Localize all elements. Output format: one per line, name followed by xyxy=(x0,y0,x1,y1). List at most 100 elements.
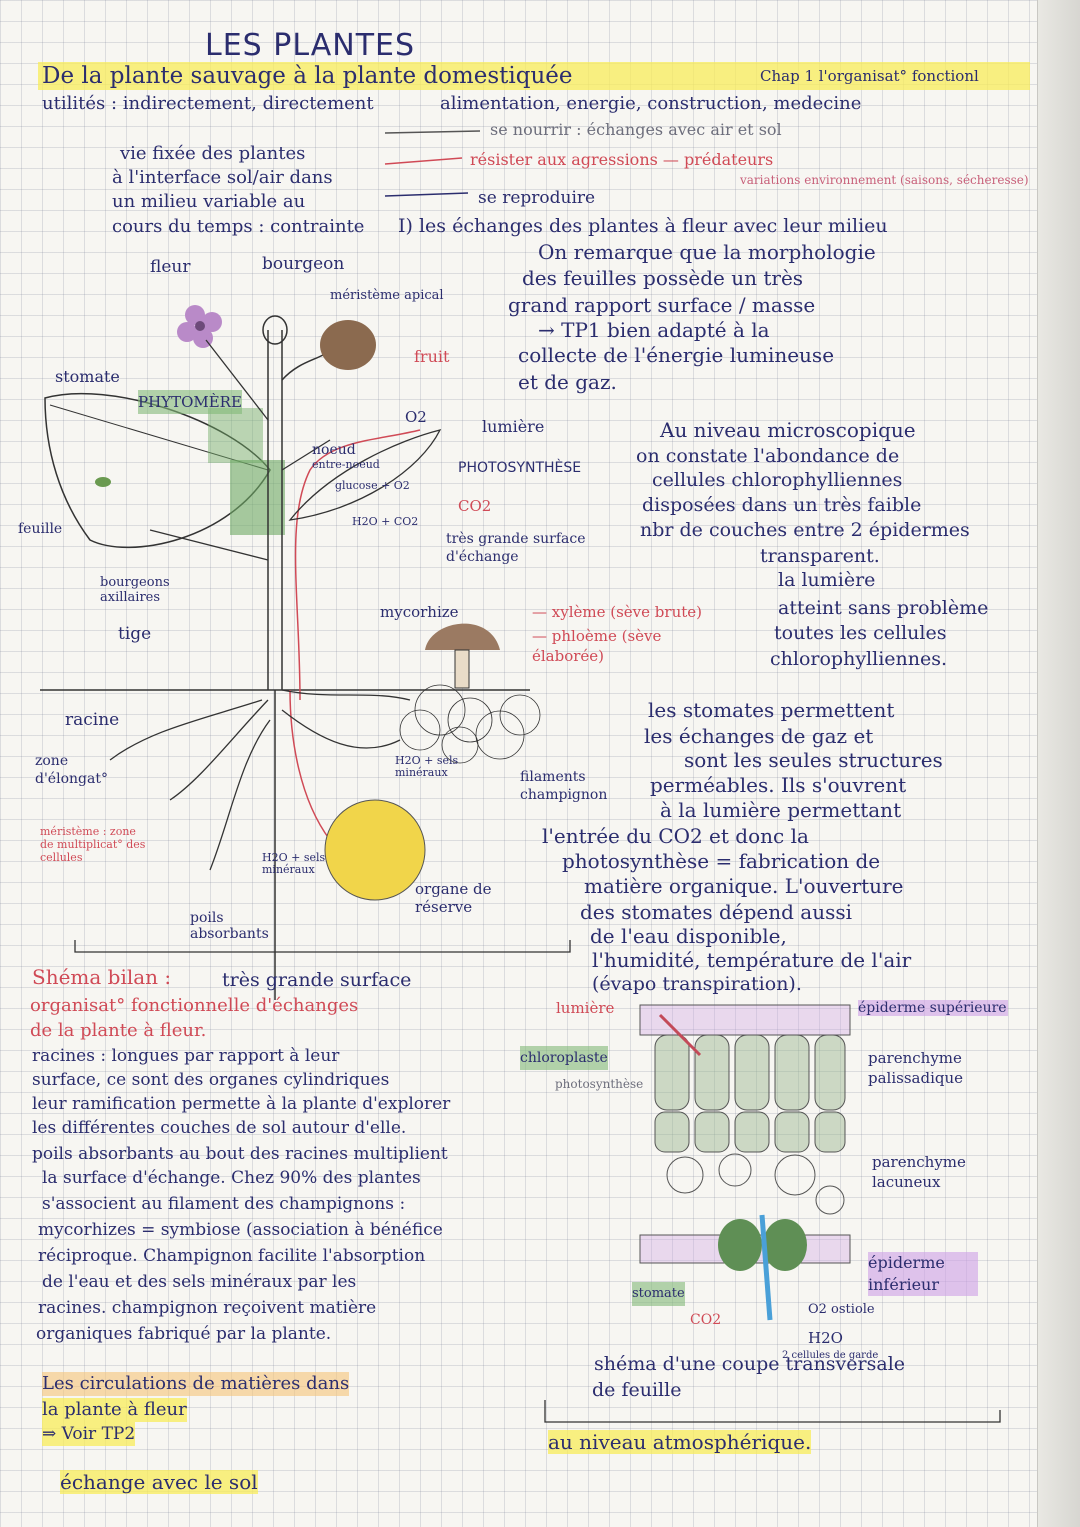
mycorrhiza-tangle xyxy=(399,684,541,764)
bilan-body-4: les différentes couches de sol autour d'… xyxy=(32,1118,407,1138)
label-tige: tige xyxy=(118,624,152,644)
circulation-line-2: la plante à fleur xyxy=(42,1398,187,1422)
subtitle-highlight xyxy=(38,62,1030,90)
phytomere-top xyxy=(208,408,263,463)
intro-arrows xyxy=(384,130,481,197)
leaf-cross-section xyxy=(639,1004,851,1321)
micro-line-3: cellules chlorophylliennes xyxy=(652,469,903,491)
label-zone-elong: zone d'élongat° xyxy=(35,753,108,787)
leaf-vein xyxy=(49,404,269,471)
intro-line-1: vie fixée des plantes xyxy=(120,143,306,164)
label-surface: très grande surface d'échange xyxy=(446,531,586,565)
phytomere-highlight xyxy=(230,460,285,535)
mushroom-stem xyxy=(454,649,470,689)
atmos-bracket xyxy=(544,1400,1001,1423)
ls-palissadique: parenchyme palissadique xyxy=(868,1049,964,1087)
label-filaments: filaments champignon xyxy=(520,769,608,803)
branch-right xyxy=(281,439,331,471)
bilan-body-7: s'associent au filament des champignons … xyxy=(42,1194,406,1214)
diagram-bracket xyxy=(74,940,571,953)
intro-arrow-1: se nourrir : échanges avec air et sol xyxy=(490,120,782,139)
micro-line-10: chlorophylliennes. xyxy=(770,648,948,670)
label-co2: CO2 xyxy=(458,497,492,515)
bilan-body-9: réciproque. Champignon facilite l'absorp… xyxy=(38,1246,426,1266)
stomates-line-6: l'entrée du CO2 et donc la xyxy=(542,824,809,848)
label-bourgeon: bourgeon xyxy=(262,254,345,274)
bilan-body-11: racines. champignon reçoivent matière xyxy=(38,1298,377,1318)
label-phloeme: — phloème (sève élaborée) xyxy=(532,627,662,665)
ls-epiderme-inf: épiderme inférieur xyxy=(868,1252,978,1296)
upper-leaf xyxy=(288,429,442,521)
label-bourgeons-ax: bourgeons axillaires xyxy=(100,575,170,605)
micro-line-7: la lumière xyxy=(778,569,876,591)
label-stomate: stomate xyxy=(55,367,120,386)
bilan-body-12: organiques fabriqué par la plante. xyxy=(36,1324,332,1344)
section1-para-6: et de gaz. xyxy=(518,370,617,394)
bud-shape xyxy=(262,315,288,345)
micro-line-9: toutes les cellules xyxy=(774,622,947,644)
ls-lacuneux: parenchyme lacuneux xyxy=(872,1153,966,1191)
label-poils: poils absorbants xyxy=(190,910,269,942)
main-stem xyxy=(267,330,283,690)
uses-detail: alimentation, energie, construction, med… xyxy=(440,93,862,114)
label-fleur: fleur xyxy=(150,257,191,277)
section1-para-1: On remarque que la morphologie xyxy=(538,240,876,264)
circulation-line-1: Les circulations de matières dans xyxy=(42,1372,350,1396)
fruit-shape xyxy=(320,320,376,370)
stomates-line-9: des stomates dépend aussi xyxy=(580,900,853,924)
stomate-dot xyxy=(95,477,111,487)
label-feuille: feuille xyxy=(18,521,63,537)
intro-line-3: un milieu variable au xyxy=(112,191,306,212)
intro-arrow-3: se reproduire xyxy=(478,188,596,208)
label-h2o-sels-bottom: H2O + sels minéraux xyxy=(262,851,326,876)
section1-para-2: des feuilles possède un très xyxy=(522,266,804,290)
bilan-line-2: organisat° fonctionnelle d'échanges xyxy=(30,995,359,1016)
chapter-label: Chap 1 l'organisat° fonctionl xyxy=(760,67,979,85)
echange-sol: échange avec le sol xyxy=(60,1470,258,1494)
label-mycorhize: mycorhize xyxy=(380,603,459,621)
label-h2o-sels-top: H2O + sels minéraux xyxy=(395,754,459,779)
flower-stem xyxy=(205,339,269,421)
label-photosynthese: PHOTOSYNTHÈSE xyxy=(458,460,582,476)
micro-line-1: Au niveau microscopique xyxy=(660,418,916,442)
flower-shape xyxy=(177,305,222,348)
micro-line-2: on constate l'abondance de xyxy=(636,445,900,467)
section1-para-3: grand rapport surface / masse xyxy=(508,293,816,317)
micro-line-5: nbr de couches entre 2 épidermes xyxy=(640,519,970,541)
ls-lumiere: lumière xyxy=(556,999,615,1017)
atmos-label: au niveau atmosphérique. xyxy=(548,1430,812,1454)
phloem-path xyxy=(294,429,421,701)
stomates-line-11: l'humidité, température de l'air xyxy=(592,948,912,972)
section1-para-4: → TP1 bien adapté à la xyxy=(538,318,770,342)
ls-epiderme-sup: épiderme supérieure xyxy=(858,1000,1008,1016)
section1-para-5: collecte de l'énergie lumineuse xyxy=(518,343,835,367)
label-meristeme: méristème apical xyxy=(330,288,444,303)
label-xyleme: — xylème (sève brute) xyxy=(532,603,702,621)
micro-line-4: disposées dans un très faible xyxy=(642,494,922,516)
branch-left xyxy=(149,529,269,561)
ls-co2: CO2 xyxy=(690,1312,722,1328)
intro-arrow-2: résister aux agressions — prédateurs xyxy=(470,150,774,169)
stomates-line-12: (évapo transpiration). xyxy=(592,973,802,995)
subtitle: De la plante sauvage à la plante domesti… xyxy=(42,63,573,89)
bilan-body-10: de l'eau et des sels minéraux par les xyxy=(42,1272,357,1292)
stomates-line-2: les échanges de gaz et xyxy=(644,724,874,748)
arrow-agressions xyxy=(384,157,463,165)
intro-line-2: à l'interface sol/air dans xyxy=(112,167,333,188)
ls-caption-1: shéma d'une coupe transversale xyxy=(594,1353,906,1375)
label-racine: racine xyxy=(65,710,120,730)
stomates-line-10: de l'eau disponible, xyxy=(590,924,787,948)
phloem-root xyxy=(289,689,331,841)
label-phytomere: PHYTOMÈRE xyxy=(138,390,242,414)
ls-caption-2: de feuille xyxy=(592,1379,682,1401)
arrow-nourrir xyxy=(384,130,481,134)
bilan-body-5: poils absorbants au bout des racines mul… xyxy=(32,1144,448,1164)
stomates-line-5: à la lumière permettant xyxy=(660,798,902,822)
intro-line-4: cours du temps : contrainte xyxy=(112,216,365,237)
stomates-line-4: perméables. Ils s'ouvrent xyxy=(650,773,907,797)
ls-chloroplaste: chloroplaste xyxy=(520,1046,608,1070)
stomates-line-7: photosynthèse = fabrication de xyxy=(562,849,881,873)
micro-line-8: atteint sans problème xyxy=(778,597,989,619)
ls-h2o: H2O xyxy=(808,1329,843,1347)
